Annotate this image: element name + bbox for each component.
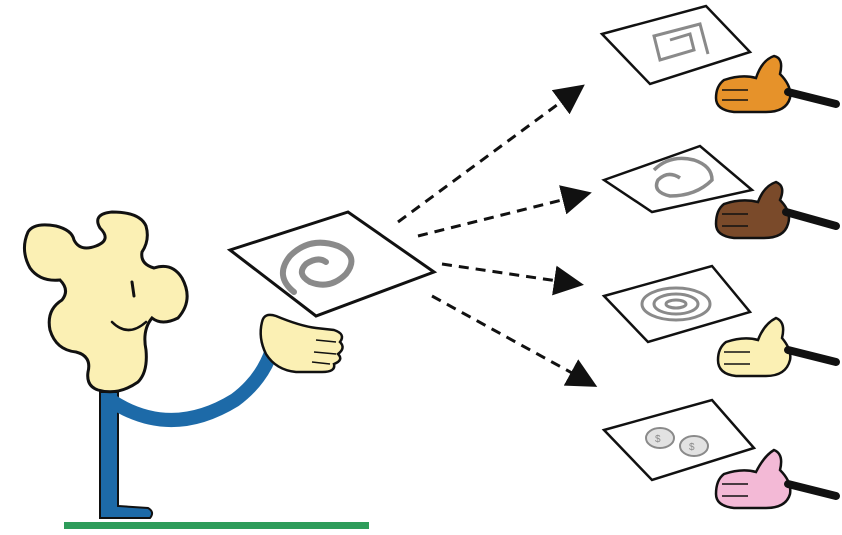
receiving-hand-icon [716, 316, 792, 378]
shared-paper [226, 210, 438, 318]
receiving-hand-icon [714, 448, 792, 510]
dashed-arrow-icon [441, 262, 584, 296]
receiver-arm [784, 88, 840, 108]
character-arm [103, 343, 279, 427]
character-body [99, 391, 154, 519]
puzzle-head [23, 210, 189, 394]
receiver-arm [784, 480, 840, 500]
spiral-paper-icon [226, 210, 438, 318]
ground-line [64, 522, 369, 529]
receiver-arm [784, 346, 840, 366]
puzzle-piece-person-icon [23, 210, 344, 519]
dashed-arrow-icon [397, 84, 585, 224]
receiver-3 [601, 264, 840, 378]
coin-icon: $ [679, 435, 709, 457]
coin-icon: $ [645, 427, 675, 449]
receiver-arm [782, 208, 840, 230]
svg-text:$: $ [689, 442, 695, 453]
character-smile [110, 320, 148, 332]
shared-paper-spiral [280, 239, 355, 295]
round-spiral-paper-icon [601, 144, 755, 214]
receiver-4: $ $ [601, 398, 840, 510]
character-hand [259, 313, 344, 374]
concentric-circles-paper-icon [601, 264, 753, 344]
svg-text:$: $ [655, 434, 661, 445]
receiving-hand-icon [714, 54, 792, 114]
receiver-1 [599, 4, 840, 114]
dashed-arrow-icon [431, 294, 598, 387]
receiver-2 [601, 144, 840, 240]
character-eye [130, 280, 136, 298]
coins-paper-icon [601, 398, 757, 482]
square-spiral-paper-icon [599, 4, 753, 86]
arrows-group [397, 84, 598, 387]
dashed-arrow-icon [417, 185, 592, 238]
